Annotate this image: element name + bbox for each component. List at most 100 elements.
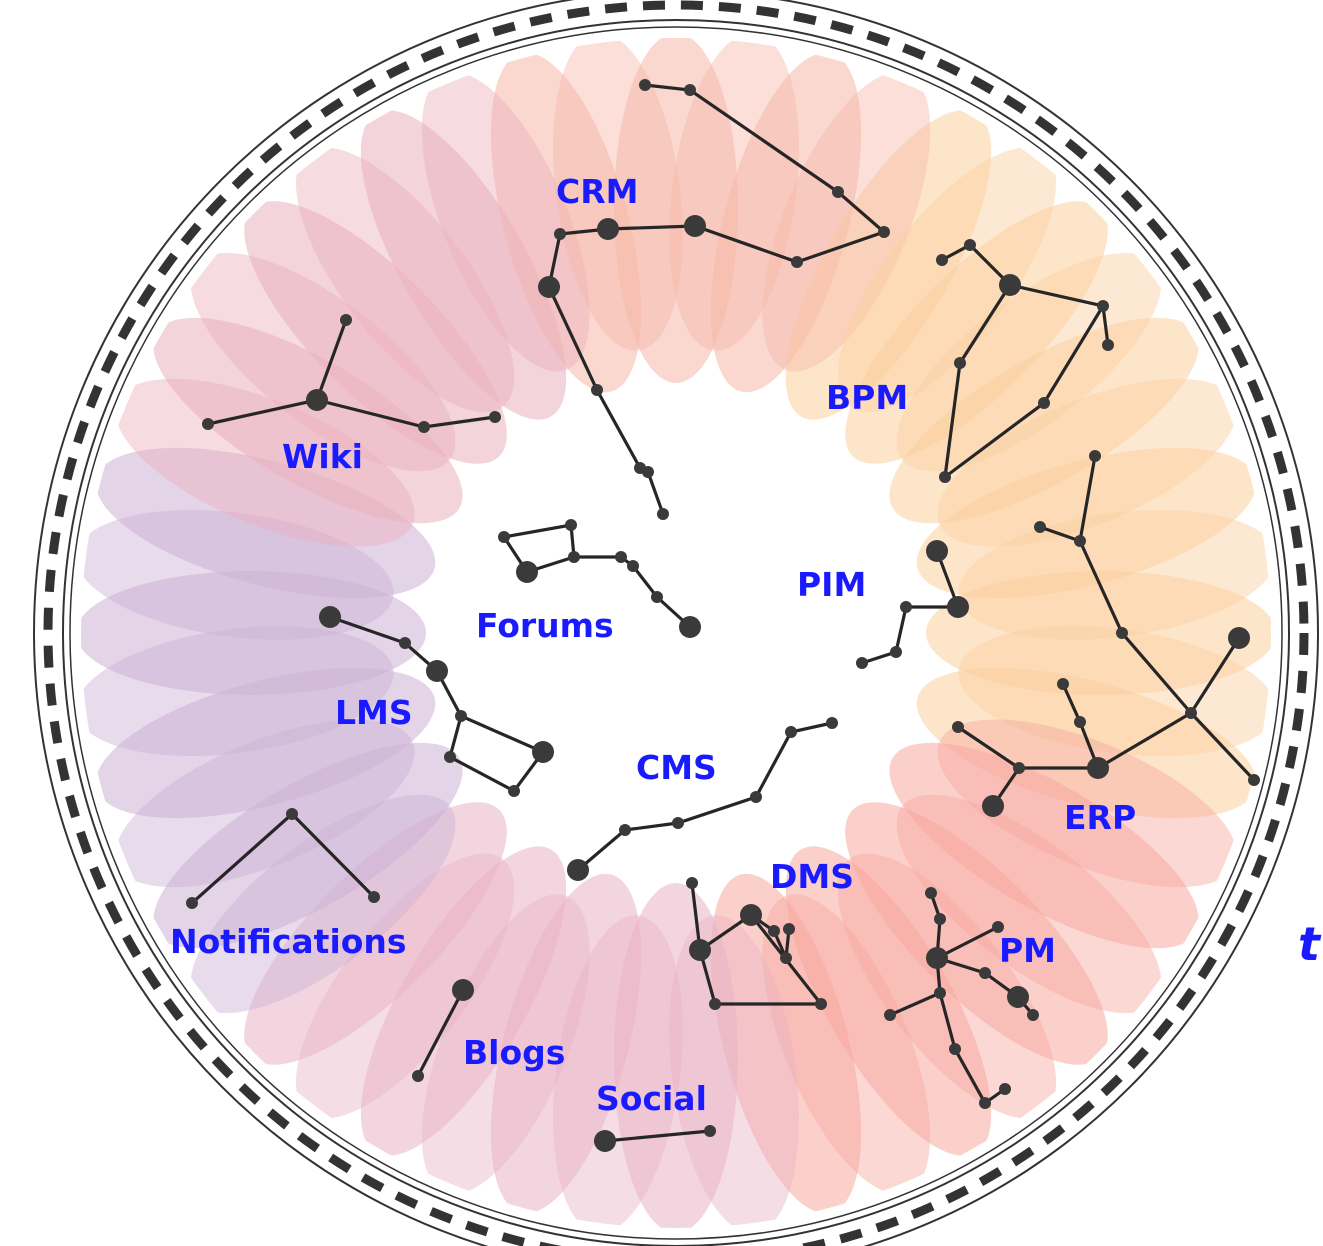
constellation-node [642,466,654,478]
petal [81,509,394,640]
petal [552,38,683,351]
constellation-node [826,717,838,729]
constellation-pim [856,540,969,669]
constellation-edge [1189,711,1256,782]
constellation-node [597,218,619,240]
petal [360,110,567,420]
constellation-node [768,925,780,937]
petal [81,626,394,757]
constellation-node [947,596,969,618]
petal [837,853,1057,1119]
constellation-node [926,540,948,562]
constellation-node [627,560,639,572]
constellation-edge [991,711,1193,808]
constellation-node [815,998,827,1010]
constellation-edge [935,956,1035,1017]
petal [896,252,1162,472]
constellation-bpm [936,239,1114,483]
constellation-node [412,1070,424,1082]
constellation-edge [938,991,1007,1106]
constellation-node [783,923,795,935]
constellation-blogs [412,979,474,1082]
constellation-node [594,1130,616,1152]
petal [244,802,507,1065]
constellation-node [925,887,937,899]
constellation-node [508,785,520,797]
constellation-node [684,215,706,237]
constellation-node [615,551,627,563]
petal [669,38,800,351]
petal [837,147,1057,413]
label-cms: CMS [636,748,717,787]
constellation-node [619,824,631,836]
petal [421,894,590,1194]
constellation-node [202,418,214,430]
constellation-lines [186,79,1260,1152]
petal [710,873,862,1214]
constellation-node [532,741,554,763]
constellation-node [498,531,510,543]
petal [785,846,992,1156]
label-notifications: Notifications [170,922,407,961]
constellation-node [936,254,948,266]
petal [958,509,1271,640]
constellation-node [740,904,762,926]
petal [153,317,463,524]
constellation-node [538,276,560,298]
constellation-node [554,228,566,240]
constellation-node [999,274,1021,296]
petal [669,915,800,1228]
constellation-node [639,79,651,91]
constellation-node [890,646,902,658]
constellation-node [1027,1009,1039,1021]
petal [490,52,642,393]
label-social: Social [596,1079,707,1118]
constellation-node [399,637,411,649]
constellation-node [791,256,803,268]
constellation-edge [929,891,1000,961]
constellation-node [444,751,456,763]
petal [889,317,1199,524]
constellation-edge [328,615,546,794]
constellation-node [1013,762,1025,774]
constellation-node [651,591,663,603]
label-pim: PIM [797,565,866,604]
petal [785,110,992,420]
constellation-node [657,508,669,520]
constellation-node [565,519,577,531]
constellation-wiki [202,314,501,433]
constellation-node [1007,986,1029,1008]
constellation-edge [749,913,791,965]
label-lms: LMS [335,693,413,732]
petal [115,719,415,888]
constellation-lms [319,606,554,797]
petal [244,201,507,464]
constellation-node [1097,300,1109,312]
constellation-node [709,998,721,1010]
constellation-node [319,606,341,628]
petal [115,378,415,547]
label-pm: PM [999,931,1056,970]
petal [845,802,1108,1065]
constellation-node [832,186,844,198]
constellation-node [516,561,538,583]
label-wiki: Wiki [282,437,363,476]
constellation-node [750,791,762,803]
constellation-node [418,421,430,433]
petal [614,38,738,383]
constellation-node [368,891,380,903]
petal [896,794,1162,1014]
petal [360,846,567,1156]
petal [95,447,436,599]
constellation-node [949,1043,961,1055]
petal [889,742,1199,949]
label-blogs: Blogs [463,1033,565,1072]
petal [845,201,1108,464]
label-bpm: BPM [826,378,908,417]
petal [937,719,1237,888]
constellation-edge [502,523,576,574]
outer-ring-border [33,0,1319,1246]
petal [295,147,515,413]
constellation-node [780,952,792,964]
constellation-node [934,987,946,999]
